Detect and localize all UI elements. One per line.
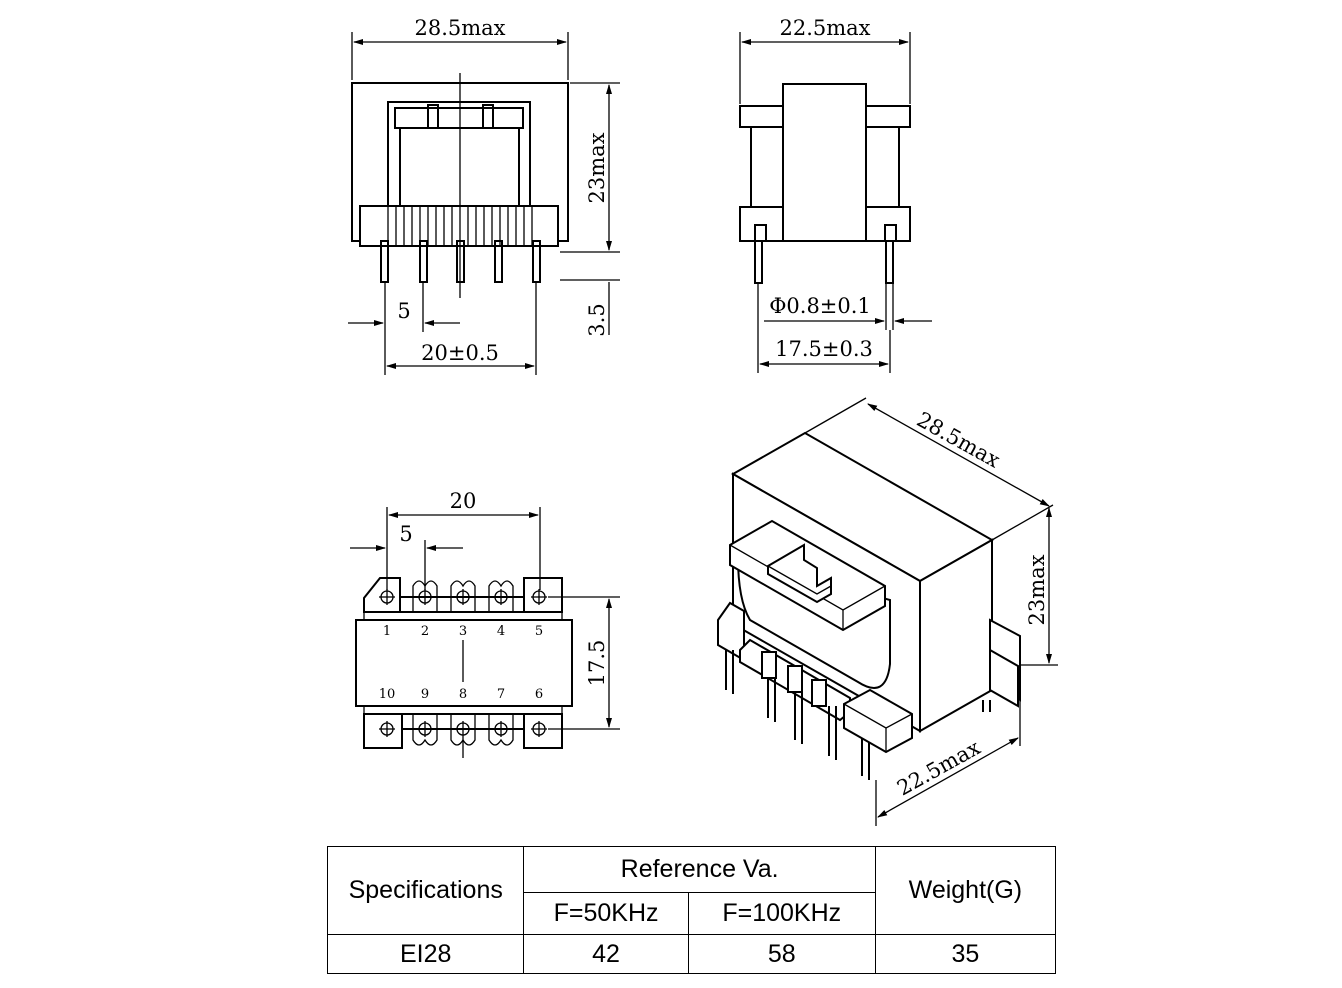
pin-number: 8 bbox=[459, 687, 467, 702]
iso-length-label: 28.5max bbox=[913, 407, 1004, 472]
f50-cell: 42 bbox=[523, 934, 689, 974]
reference-header: Reference Va. bbox=[523, 846, 876, 893]
pin-number: 5 bbox=[535, 624, 543, 639]
row-spacing-label: 17.5±0.3 bbox=[775, 337, 873, 361]
side-view: 22.5max Φ0.8±0.1 17.5±0.3 bbox=[739, 16, 932, 373]
pin-number: 9 bbox=[421, 687, 429, 702]
bottom-view: 1 2 3 4 5 10 9 8 7 6 20 5 17.5 bbox=[350, 489, 620, 758]
f50-header: F=50KHz bbox=[523, 892, 689, 935]
bottom-pitch-label: 5 bbox=[399, 522, 412, 546]
spec-header: Specifications bbox=[326, 846, 525, 935]
weight-header: Weight(G) bbox=[874, 846, 1057, 935]
pin-number: 6 bbox=[535, 687, 543, 702]
pin-number: 1 bbox=[383, 624, 391, 639]
bottom-span-label: 20 bbox=[450, 489, 477, 513]
f100-header: F=100KHz bbox=[687, 892, 876, 935]
pin-number: 3 bbox=[459, 624, 467, 639]
pin-number: 10 bbox=[379, 687, 396, 702]
bottom-row-spacing-label: 17.5 bbox=[585, 640, 609, 687]
iso-depth-label: 22.5max bbox=[893, 735, 984, 800]
table-row: EI28 42 58 35 bbox=[326, 934, 1057, 974]
front-height-label: 23max bbox=[585, 132, 609, 203]
pin-number: 4 bbox=[497, 624, 505, 639]
spec-cell: EI28 bbox=[326, 934, 525, 974]
pin-number: 2 bbox=[421, 624, 429, 639]
pin-length-label: 3.5 bbox=[585, 303, 609, 336]
iso-height-label: 23max bbox=[1025, 554, 1049, 625]
isometric-view: 28.5max 23max 22.5max bbox=[717, 397, 1058, 826]
weight-cell: 35 bbox=[874, 934, 1057, 974]
front-width-label: 28.5max bbox=[414, 16, 505, 40]
pin-diameter-label: Φ0.8±0.1 bbox=[769, 294, 871, 318]
front-view: 28.5max 23max 3.5 5 20±0.5 bbox=[348, 16, 620, 375]
side-width-label: 22.5max bbox=[779, 16, 870, 40]
pin-span-label: 20±0.5 bbox=[421, 341, 499, 365]
spec-table: Specifications Reference Va. Weight(G) F… bbox=[326, 846, 1057, 974]
f100-cell: 58 bbox=[687, 934, 876, 974]
pin-pitch-label: 5 bbox=[397, 299, 410, 323]
pin-number: 7 bbox=[497, 687, 505, 702]
